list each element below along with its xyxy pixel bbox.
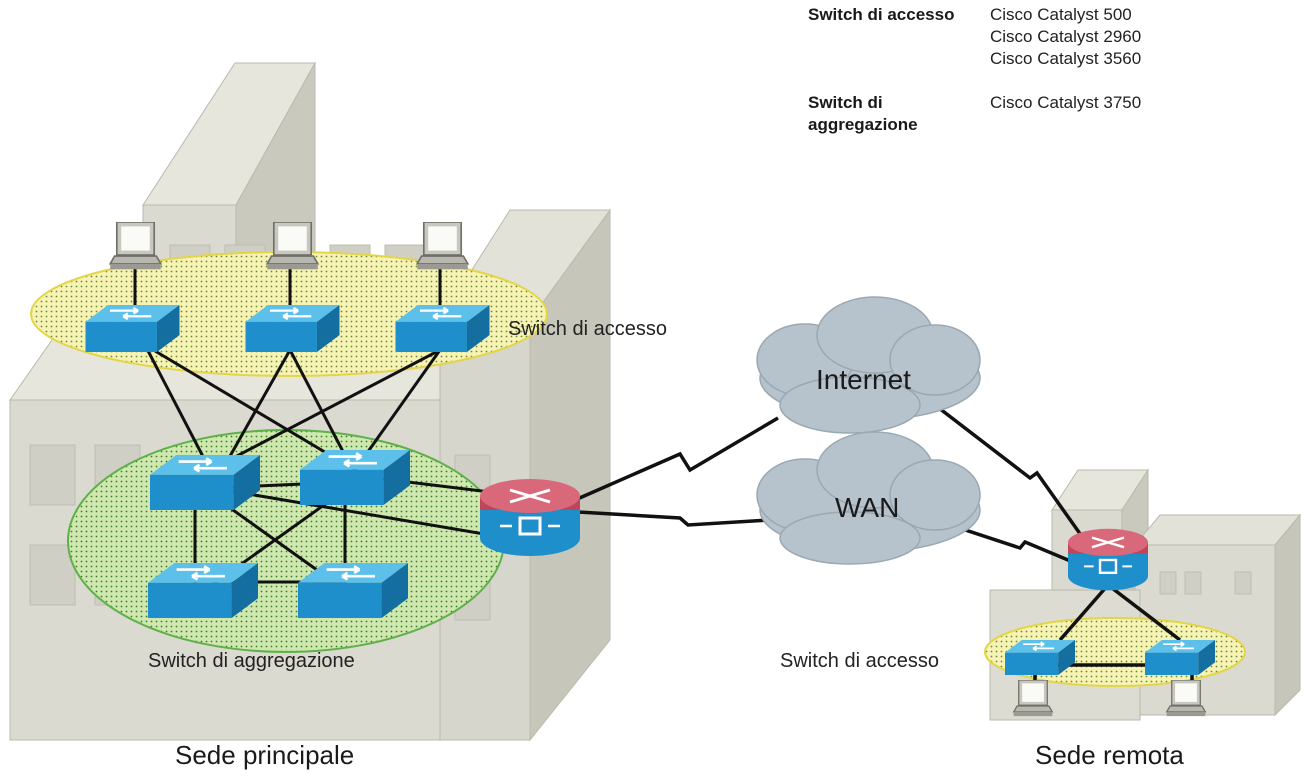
legend-model: Cisco Catalyst 500	[990, 5, 1132, 24]
remote-access-label: Switch di accesso	[780, 650, 939, 672]
aggregation-switch-icon	[298, 563, 408, 618]
aggregation-switch-icon	[300, 450, 410, 505]
legend-model: Cisco Catalyst 3560	[990, 49, 1142, 68]
laptop-icon	[266, 222, 319, 271]
access-switch-icon	[85, 305, 180, 352]
legend-label: Switch di accesso	[808, 5, 955, 24]
legend-models: Cisco Catalyst 500 Cisco Catalyst 2960 C…	[990, 4, 1141, 70]
main-access-label: Switch di accesso	[508, 318, 667, 340]
router-icon	[480, 478, 580, 558]
wan-links	[574, 403, 1194, 690]
remote-site-caption: Sede remota	[1035, 740, 1184, 770]
remote-router-icon	[1068, 528, 1148, 592]
legend-label: Switch di aggregazione	[808, 93, 918, 134]
legend-row-aggregation: Switch di aggregazione Cisco Catalyst 37…	[808, 92, 1308, 136]
main-aggregation-label: Switch di aggregazione	[148, 650, 355, 672]
legend-models: Cisco Catalyst 3750	[990, 92, 1141, 136]
laptop-icon	[109, 222, 162, 271]
legend: Switch di accesso Cisco Catalyst 500 Cis…	[808, 4, 1308, 158]
legend-model: Cisco Catalyst 3750	[990, 93, 1142, 112]
access-switch-icon	[245, 305, 340, 352]
aggregation-switch-icon	[148, 563, 258, 618]
aggregation-switch-icon	[150, 455, 260, 510]
laptop-icon	[1166, 680, 1206, 717]
internet-label: Internet	[816, 364, 911, 395]
access-switch-icon	[395, 305, 490, 352]
wan-label: WAN	[835, 492, 900, 523]
legend-model: Cisco Catalyst 2960	[990, 27, 1142, 46]
remote-access-switch-icon	[1005, 640, 1075, 675]
aggregation-zone-main	[67, 429, 505, 653]
laptop-icon	[1013, 680, 1053, 717]
main-site-caption: Sede principale	[175, 740, 355, 770]
remote-access-switch-icon	[1145, 640, 1215, 675]
legend-row-access: Switch di accesso Cisco Catalyst 500 Cis…	[808, 4, 1308, 70]
internet-cloud	[756, 296, 981, 434]
wan-cloud	[756, 431, 981, 565]
laptop-icon	[416, 222, 469, 271]
